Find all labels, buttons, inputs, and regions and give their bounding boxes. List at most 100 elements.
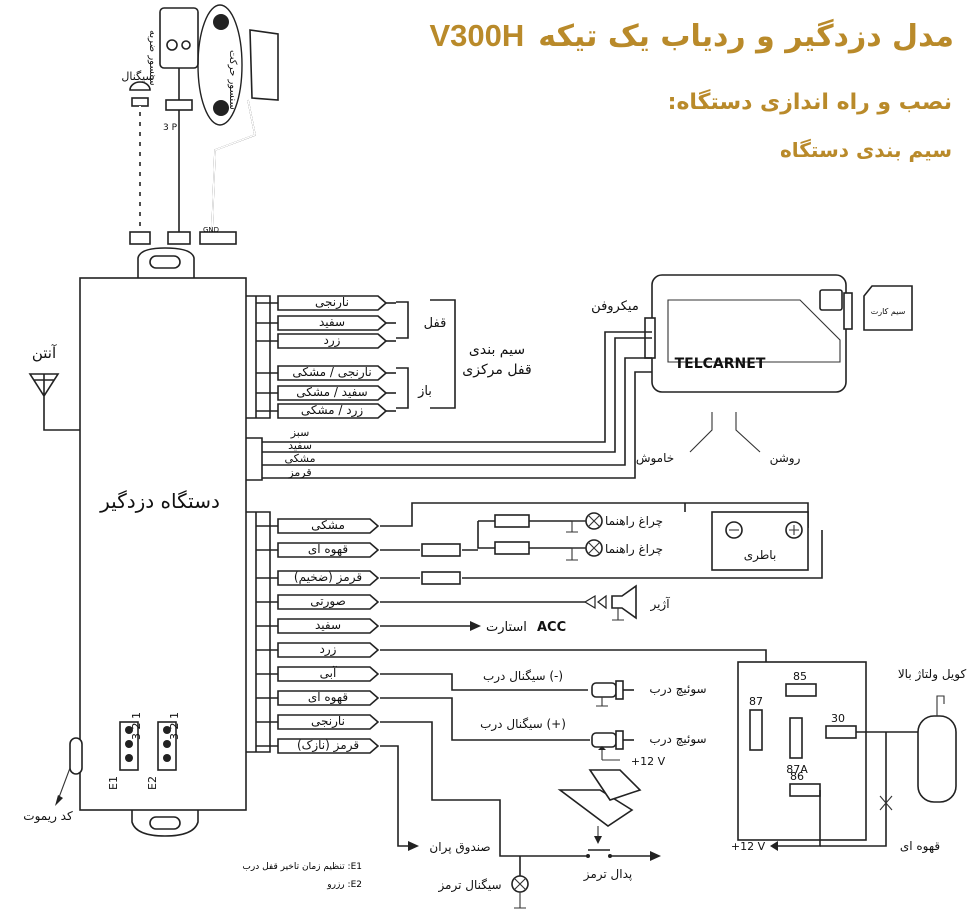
relay-87a: 87A [786, 763, 808, 776]
relay-87: 87 [749, 695, 763, 708]
tracker-off-label: خاموش [636, 451, 674, 466]
relay-86: 86 [790, 770, 804, 783]
lower-wire-3-label: صورتی [310, 594, 346, 609]
lock-wire-3: نارنجی / مشکی [277, 365, 388, 381]
door-plus12: +12 V [631, 755, 666, 768]
lower-wire-1: قهوه ای [277, 542, 380, 558]
legend-e2-code: E2: [347, 880, 362, 890]
model-code: V300H [429, 18, 525, 53]
ignition-coil: کویل ولتاژ بالا [898, 667, 967, 803]
trunk-label: صندوق پران [429, 840, 490, 855]
coil-label: کویل ولتاژ بالا [898, 667, 967, 682]
start-label: استارت [486, 620, 527, 635]
lower-wire-3: صورتی [277, 594, 380, 610]
signal-label: سیگنال [121, 70, 154, 83]
relay: 85 87 87A 30 86 +12 V قهوه ای [731, 661, 940, 854]
lower-wire-6: آبی [277, 665, 380, 682]
lower-wire-1-label: قهوه ای [308, 542, 348, 557]
lock-wire-0: نارنجی [277, 295, 388, 311]
lower-wire-0: مشکی [277, 518, 380, 534]
brake-signal-label: سیگنال ترمز [437, 878, 501, 893]
indicator-label-2: چراغ راهنما [605, 542, 663, 557]
unlock-label: باز [417, 384, 432, 399]
legend-e2-text: رزرو [327, 880, 345, 890]
battery-label: باطری [744, 548, 777, 563]
shock-sensor-label: سنسور ضربه [147, 30, 158, 86]
lower-wire-9: قرمز (نازک) [277, 738, 380, 754]
lock-wire-4-label: سفید / مشکی [296, 385, 367, 399]
door-neg-label: سیگنال درب (-) [483, 669, 563, 684]
remote-code-label: کد ریموت [23, 809, 73, 824]
main-unit-label: دستگاه دزدگیر [99, 489, 220, 513]
brown-wire-label: قهوه ای [900, 839, 940, 854]
lower-wire-6-label: آبی [320, 665, 337, 680]
door-switch-label-2: سوئیچ درب [649, 732, 706, 747]
door-switch-label-1: سوئیچ درب [649, 682, 706, 697]
microphone-label: میکروفن [591, 299, 639, 314]
lower-wire-5-label: زرد [320, 642, 337, 657]
relay-85: 85 [793, 670, 807, 683]
acc-label: ACC [537, 620, 566, 635]
sim-label: سیم کارت [871, 307, 906, 316]
lock-wire-1: سفید [277, 315, 388, 331]
tracker-wire-green: سبز [290, 426, 310, 439]
lower-wires: مشکی قهوه ای قرمز (ضخیم) صورتی سفید زرد آبی قهو… [246, 502, 823, 909]
central-lock-group-2: قفل مرکزی [462, 362, 531, 378]
legend-e1: E1: تنظیم زمان تاخیر قفل درب [222, 862, 362, 872]
antenna: آنتن [28, 344, 80, 431]
e2-label: E2 [146, 776, 159, 790]
door-switch-2: سوئیچ درب +12 V [591, 730, 707, 768]
lock-wire-3-label: نارنجی / مشکی [292, 365, 371, 380]
tracker-wire-red: قرمز [287, 466, 311, 479]
lock-wire-4: سفید / مشکی [277, 385, 388, 401]
motion-sensor-label: سنسور حرکت [227, 50, 238, 110]
lower-wire-7: قهوه ای [277, 690, 380, 706]
lower-wire-0-label: مشکی [311, 518, 345, 532]
brake-pedal: پدال ترمز [557, 769, 661, 882]
lock-wire-0-label: نارنجی [315, 295, 349, 310]
tracker-wire-black: مشکی [285, 452, 316, 465]
lower-wire-8-label: نارنجی [311, 714, 345, 729]
lock-wire-5: زرد / مشکی [277, 403, 388, 419]
main-unit: دستگاه دزدگیر E1 E2 3 2 1 3 2 1 [69, 247, 247, 837]
gnd-label: GND [203, 226, 219, 234]
tracker-brand: TELCARNET [675, 356, 766, 372]
lower-wire-2: قرمز (ضخیم) [277, 570, 380, 586]
tracker-unit: TELCARNET میکروفن سیم کارت خاموش روشن سب… [246, 274, 913, 481]
e1-label: E1 [107, 776, 120, 790]
tracker-wire-white: سفید [288, 439, 312, 452]
lower-wire-5: زرد [277, 642, 380, 658]
central-lock-group-1: سیم بندی [469, 342, 525, 358]
lower-wire-9-label: قرمز (نازک) [297, 738, 359, 753]
lock-wire-2-label: زرد [324, 333, 341, 348]
door-pos-label: سیگنال درب (+) [480, 717, 566, 732]
indicator-label-1: چراغ راهنما [605, 514, 663, 529]
jumper-pins-e1: 3 2 1 [130, 712, 143, 740]
relay-30: 30 [831, 712, 845, 725]
signal-sensor: سیگنال [121, 70, 155, 245]
title-text: مدل دزدگیر و ردیاب یک تیکه [538, 19, 954, 54]
central-lock-wires: نارنجی سفید زرد نارنجی / مشکی سفید / مشکی زرد… [246, 295, 532, 419]
legend-e2: E2: رزرو [222, 880, 362, 890]
legend-e1-text: تنظیم زمان تاخیر قفل درب [242, 862, 345, 872]
lock-wire-1-label: سفید [319, 315, 345, 329]
door-switch-1: سوئیچ درب [591, 680, 707, 707]
lock-wire-5-label: زرد / مشکی [301, 403, 364, 418]
lower-wire-7-label: قهوه ای [308, 690, 348, 705]
lock-label: قفل [424, 316, 447, 331]
connector-3p: 3 P [163, 123, 178, 133]
remote-code: کد ریموت [23, 767, 73, 824]
lock-wire-2: زرد [277, 333, 388, 349]
brake-pedal-label: پدال ترمز [583, 867, 633, 882]
lower-wire-4-label: سفید [315, 618, 341, 632]
legend-e1-code: E1: [347, 862, 362, 872]
lower-wire-4: سفید [277, 618, 380, 634]
lower-wire-2-label: قرمز (ضخیم) [294, 570, 362, 585]
shock-sensor: 3 P سنسور ضربه [147, 7, 199, 245]
page-title: مدل دزدگیر و ردیاب یک تیکه V300H [430, 18, 955, 54]
subtitle-wiring: سیم بندی دستگاه [779, 138, 952, 162]
motion-sensor: GND سنسور حرکت [197, 4, 279, 245]
jumper-pins-e2: 3 2 1 [168, 712, 181, 740]
tracker-on-label: روشن [770, 451, 801, 466]
